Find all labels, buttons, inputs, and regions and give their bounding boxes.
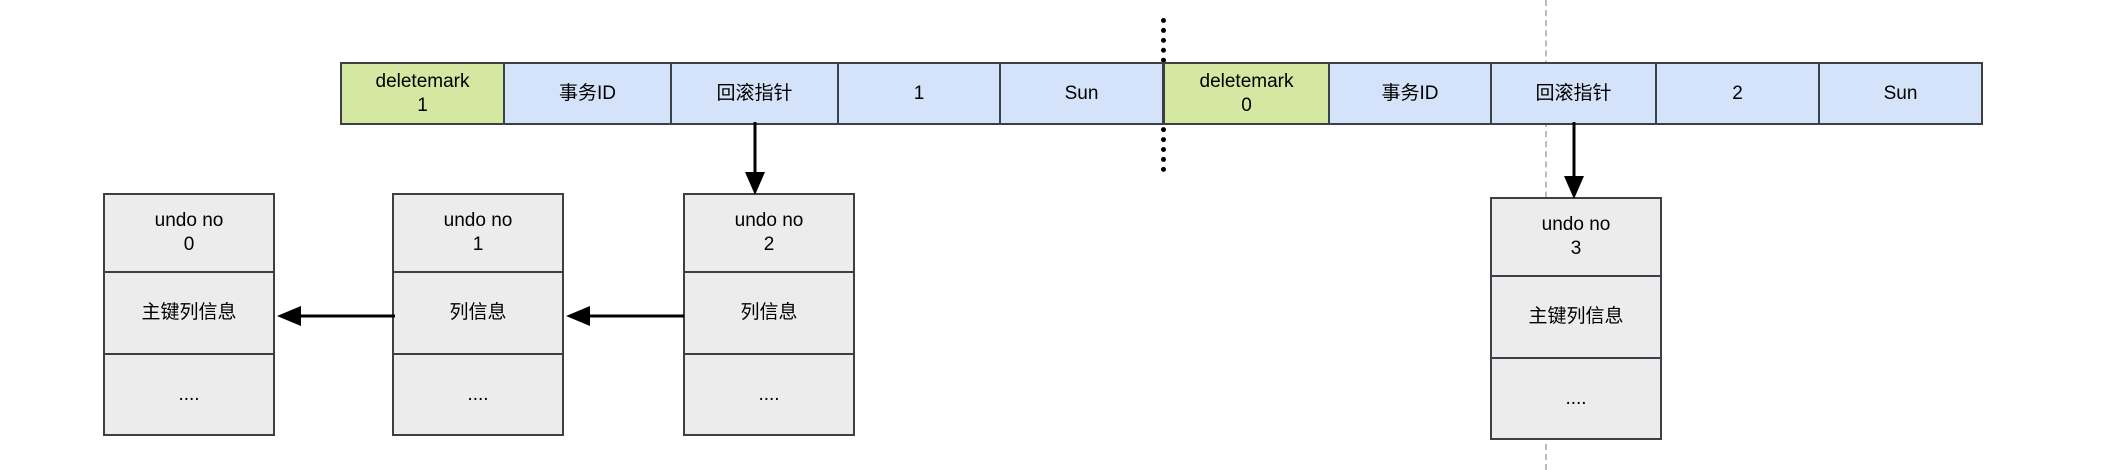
record-2-cell-col-name[interactable]: Sun xyxy=(1818,62,1983,125)
record-1-cell-col-id[interactable]: 1 xyxy=(837,62,1001,125)
undo-3-header-value: 3 xyxy=(1570,238,1582,259)
arrow-rollpointer1-to-undo2 xyxy=(745,122,765,195)
undo-2-header-label: undo no xyxy=(734,210,804,232)
undo-3-footer: .... xyxy=(1492,359,1660,438)
undo-0-middle: 主键列信息 xyxy=(105,273,273,355)
record-1-col-name-value: Sun xyxy=(1064,82,1099,104)
record-1-cell-col-name[interactable]: Sun xyxy=(999,62,1164,125)
record-2-col-name-value: Sun xyxy=(1883,82,1918,104)
record-2-trx-id-label: 事务ID xyxy=(1381,82,1439,104)
arrow-undo1-to-undo0 xyxy=(277,306,395,326)
arrow-rollpointer2-to-undo3 xyxy=(1564,122,1584,199)
record-1-cell-roll-pointer[interactable]: 回滚指针 xyxy=(670,62,839,125)
undo-0-header-value: 0 xyxy=(183,234,195,255)
undo-log-box-2[interactable]: undo no 2 列信息 .... xyxy=(683,193,855,436)
record-1-deletemark-label: deletemark xyxy=(375,71,470,93)
undo-3-middle: 主键列信息 xyxy=(1492,277,1660,359)
record-1-cell-trx-id[interactable]: 事务ID xyxy=(503,62,672,125)
undo-2-header-value: 2 xyxy=(763,234,775,255)
record-row-2: deletemark 0 事务ID 回滚指针 2 Sun xyxy=(1163,62,1983,125)
record-2-roll-pointer-label: 回滚指针 xyxy=(1535,82,1612,104)
undo-1-middle-label: 列信息 xyxy=(449,302,507,324)
record-2-col-id-value: 2 xyxy=(1732,82,1743,104)
undo-0-footer: .... xyxy=(105,355,273,434)
undo-log-box-0[interactable]: undo no 0 主键列信息 .... xyxy=(103,193,275,436)
undo-log-box-3[interactable]: undo no 3 主键列信息 .... xyxy=(1490,197,1662,440)
undo-0-header: undo no 0 xyxy=(105,195,273,273)
undo-3-header: undo no 3 xyxy=(1492,199,1660,277)
undo-1-header: undo no 1 xyxy=(394,195,562,273)
undo-1-header-label: undo no xyxy=(443,210,513,232)
undo-2-footer: .... xyxy=(685,355,853,434)
undo-2-footer-label: .... xyxy=(758,383,780,405)
undo-1-middle: 列信息 xyxy=(394,273,562,355)
undo-3-footer-label: .... xyxy=(1565,387,1587,409)
undo-0-header-label: undo no xyxy=(154,210,224,232)
undo-2-middle: 列信息 xyxy=(685,273,853,355)
record-2-cell-roll-pointer[interactable]: 回滚指针 xyxy=(1490,62,1657,125)
record-1-cell-deletemark[interactable]: deletemark 1 xyxy=(340,62,505,125)
record-2-cell-trx-id[interactable]: 事务ID xyxy=(1328,62,1492,125)
record-1-col-id-value: 1 xyxy=(913,82,925,104)
record-1-deletemark-value: 1 xyxy=(417,94,428,116)
record-1-roll-pointer-label: 回滚指针 xyxy=(716,82,793,104)
undo-0-footer-label: .... xyxy=(178,383,200,405)
arrow-undo2-to-undo1 xyxy=(566,306,684,326)
undo-1-header-value: 1 xyxy=(472,234,484,255)
record-2-deletemark-label: deletemark xyxy=(1199,71,1294,93)
undo-0-middle-label: 主键列信息 xyxy=(141,302,237,324)
record-2-cell-deletemark[interactable]: deletemark 0 xyxy=(1163,62,1330,125)
undo-2-header: undo no 2 xyxy=(685,195,853,273)
record-2-deletemark-value: 0 xyxy=(1241,94,1252,116)
undo-2-middle-label: 列信息 xyxy=(740,302,798,324)
record-2-cell-col-id[interactable]: 2 xyxy=(1655,62,1820,125)
record-row-1: deletemark 1 事务ID 回滚指针 1 Sun xyxy=(340,62,1164,125)
undo-log-box-1[interactable]: undo no 1 列信息 .... xyxy=(392,193,564,436)
undo-1-footer: .... xyxy=(394,355,562,434)
undo-3-middle-label: 主键列信息 xyxy=(1528,306,1624,328)
record-1-trx-id-label: 事务ID xyxy=(558,82,616,104)
undo-1-footer-label: .... xyxy=(467,383,489,405)
undo-3-header-label: undo no xyxy=(1541,214,1611,236)
